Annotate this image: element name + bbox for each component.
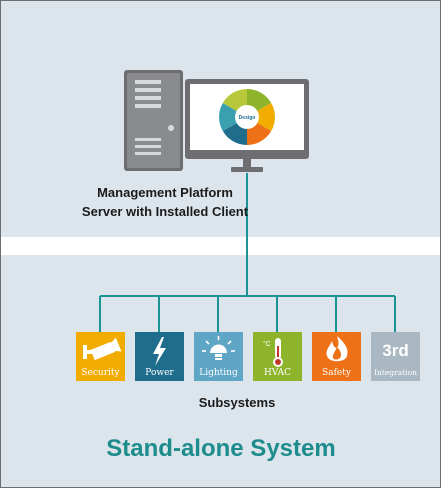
tile-lighting-label: Lighting <box>199 368 238 378</box>
tile-security-label: Security <box>81 368 120 378</box>
server-tower-icon <box>124 70 183 171</box>
tile-hvac: °C HVAC <box>253 332 302 381</box>
third-party-icon: 3rd <box>382 341 409 360</box>
light-bulb-icon <box>202 336 235 360</box>
thermometer-icon: °C <box>263 338 283 367</box>
tile-integration: 3rd Integration <box>371 332 420 381</box>
tile-security: Security <box>76 332 125 381</box>
lightning-icon <box>153 337 166 366</box>
tile-integration-label: Integration <box>374 368 417 377</box>
svg-text:°C: °C <box>263 340 271 348</box>
platform-label-line1: Management Platform <box>97 185 233 200</box>
tile-safety: Safety <box>312 332 361 381</box>
tile-power-label: Power <box>145 368 174 378</box>
tile-hvac-label: HVAC <box>263 368 292 378</box>
subsystems-label: Subsystems <box>198 395 276 410</box>
desigo-logo-text: Desigo <box>239 115 256 121</box>
flame-icon <box>326 336 348 362</box>
desigo-wheel-icon: Desigo <box>219 89 275 145</box>
platform-label: Management Platform Server with Installe… <box>45 183 285 221</box>
tile-lighting: Lighting <box>194 332 243 381</box>
monitor-icon: Desigo <box>185 79 309 172</box>
diagram-title: Stand-alone System <box>106 435 336 462</box>
camera-icon <box>83 337 122 361</box>
tile-power: Power <box>135 332 184 381</box>
platform-label-line2: Server with Installed Client <box>81 204 249 219</box>
tile-safety-label: Safety <box>322 368 351 378</box>
